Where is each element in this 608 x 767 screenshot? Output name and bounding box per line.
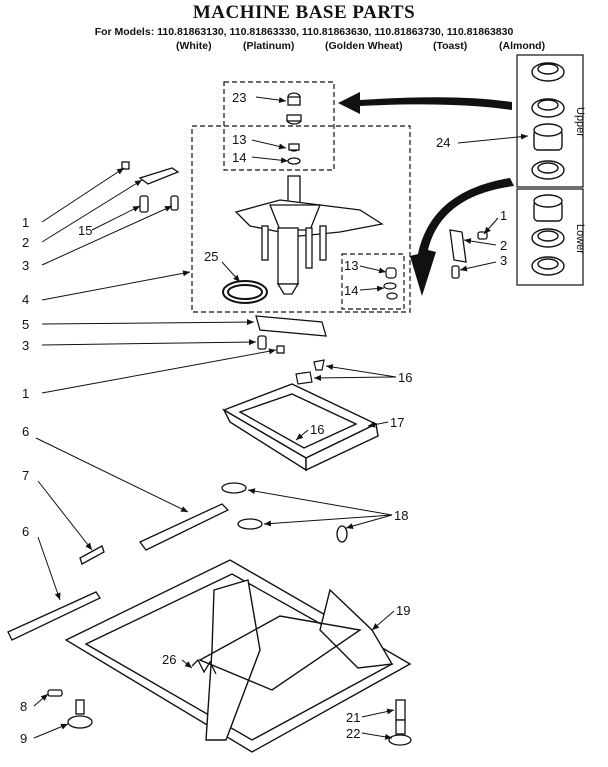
models-line: For Models: 110.81863130, 110.81863330, … <box>94 26 514 38</box>
callout-26: 26 <box>162 652 176 667</box>
page-title: MACHINE BASE PARTS <box>192 2 416 23</box>
callout-15: 15 <box>78 223 92 238</box>
color-white: (White) <box>176 40 212 52</box>
lower-label: Lower <box>574 224 586 254</box>
callout-8: 8 <box>20 699 27 714</box>
right-bracket <box>449 229 488 279</box>
lower-panel <box>516 188 584 286</box>
callout-1-right: 1 <box>500 208 507 223</box>
callout-18: 18 <box>394 508 408 523</box>
callout-5: 5 <box>22 317 29 332</box>
color-golden-wheat: (Golden Wheat) <box>325 40 403 52</box>
dashed-boxes <box>191 81 411 313</box>
callout-16-upper: 16 <box>398 370 412 385</box>
callout-3-mid: 3 <box>22 338 29 353</box>
callout-13: 13 <box>232 132 246 147</box>
left-bracket <box>121 161 180 213</box>
callout-16-lower: 16 <box>310 422 324 437</box>
upper-panel <box>516 54 584 188</box>
color-platinum: (Platinum) <box>243 40 295 52</box>
drive-assembly <box>234 175 384 295</box>
callout-1-mid: 1 <box>22 386 29 401</box>
callout-22: 22 <box>346 726 360 741</box>
callout-4: 4 <box>22 292 29 307</box>
callout-14: 14 <box>232 150 246 165</box>
callout-3-right: 3 <box>500 253 507 268</box>
box-agitator-drive <box>191 125 411 313</box>
callout-14-inner: 14 <box>344 283 358 298</box>
callout-23: 23 <box>232 90 246 105</box>
callout-25: 25 <box>204 249 218 264</box>
callout-9: 9 <box>20 731 27 746</box>
arrow-upper-bearings <box>338 92 512 114</box>
gasket-25 <box>222 280 268 304</box>
callout-3-left: 3 <box>22 258 29 273</box>
callout-24: 24 <box>436 135 450 150</box>
bearing-panel <box>516 54 584 286</box>
callout-17: 17 <box>390 415 404 430</box>
callout-labels: 23 13 14 24 1 2 15 3 25 4 13 14 1 2 3 5 … <box>20 90 507 746</box>
top-small-parts <box>286 92 302 165</box>
base-19 <box>64 559 412 753</box>
feet-and-spring <box>47 658 412 746</box>
callout-6-lower: 6 <box>22 524 29 539</box>
callout-7: 7 <box>22 468 29 483</box>
top-frame-17 <box>222 383 379 472</box>
color-toast: (Toast) <box>433 40 468 52</box>
callout-6-upper: 6 <box>22 424 29 439</box>
lower-bearing-rings <box>531 194 565 276</box>
upper-label: Upper <box>574 107 586 137</box>
callout-13-inner: 13 <box>344 258 358 273</box>
callout-21: 21 <box>346 710 360 725</box>
braces <box>7 503 230 641</box>
arrow-lower-bearings <box>410 178 514 296</box>
callout-2-right: 2 <box>500 238 507 253</box>
color-almond: (Almond) <box>499 40 546 52</box>
washers-18 <box>221 482 348 543</box>
plate-5 <box>255 315 327 354</box>
callout-1-left: 1 <box>22 215 29 230</box>
leader-lines <box>33 96 529 740</box>
callout-2-left: 2 <box>22 235 29 250</box>
upper-bearing-rings <box>531 62 565 180</box>
box-inner-13-14 <box>341 253 405 310</box>
callout-19: 19 <box>396 603 410 618</box>
inner-clips <box>383 267 398 300</box>
